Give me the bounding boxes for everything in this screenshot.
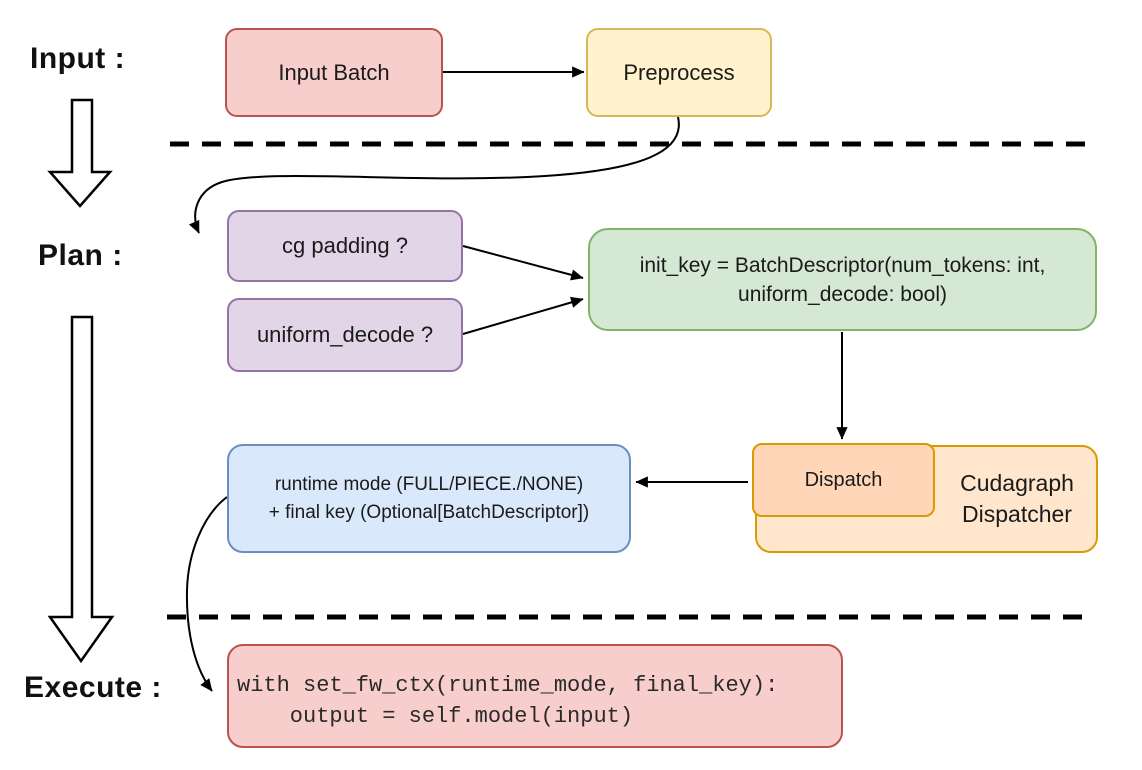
node-preprocess: Preprocess	[586, 28, 772, 117]
node-uniform-decode-label: uniform_decode ?	[256, 322, 434, 347]
arrow-uniform-decode-to-init-key	[462, 296, 584, 335]
node-cg-padding-label: cg padding ?	[282, 233, 408, 258]
stage-label-plan: Plan :	[38, 239, 123, 272]
node-preprocess-label: Preprocess	[623, 59, 735, 85]
curve-runtime-key-to-execute-code	[185, 496, 228, 692]
curve-preprocess-to-cg-padding	[189, 116, 680, 234]
node-init-key-line-2: uniform_decode: bool)	[738, 282, 947, 306]
node-input-batch-label: Input Batch	[278, 59, 390, 85]
arrow-cg-padding-to-init-key	[462, 245, 584, 281]
stage-label-execute: Execute :	[24, 671, 162, 704]
node-init-key: init_key = BatchDescriptor(num_tokens: i…	[588, 228, 1097, 331]
node-runtime-key-line-1: runtime mode (FULL/PIECE./NONE)	[274, 473, 584, 495]
node-cg-padding: cg padding ?	[227, 210, 463, 282]
stage-label-input: Input :	[30, 42, 126, 75]
node-cudagraph-dispatcher-line-1: Cudagraph	[960, 470, 1074, 496]
node-input-batch: Input Batch	[225, 28, 443, 117]
node-init-key-line-1: init_key = BatchDescriptor(num_tokens: i…	[639, 253, 1046, 277]
stage-arrow-input-to-plan-icon	[47, 98, 113, 208]
node-runtime-key-line-2: + final key (Optional[BatchDescriptor])	[268, 501, 590, 523]
node-execute-code: with set_fw_ctx(runtime_mode, final_key)…	[227, 644, 843, 748]
stage-arrow-plan-to-execute-icon	[47, 315, 115, 664]
node-cudagraph-dispatcher-line-2: Dispatcher	[962, 501, 1072, 527]
node-dispatch: Dispatch	[752, 443, 935, 517]
node-dispatch-label: Dispatch	[804, 468, 883, 491]
node-execute-code-line-1: with set_fw_ctx(runtime_mode, final_key)…	[237, 673, 779, 698]
node-execute-code-line-2: output = self.model(input)	[237, 704, 634, 729]
node-runtime-key: runtime mode (FULL/PIECE./NONE) + final …	[227, 444, 631, 553]
node-cudagraph-dispatcher-label-zone: Cudagraph Dispatcher	[942, 447, 1092, 551]
node-uniform-decode: uniform_decode ?	[227, 298, 463, 372]
